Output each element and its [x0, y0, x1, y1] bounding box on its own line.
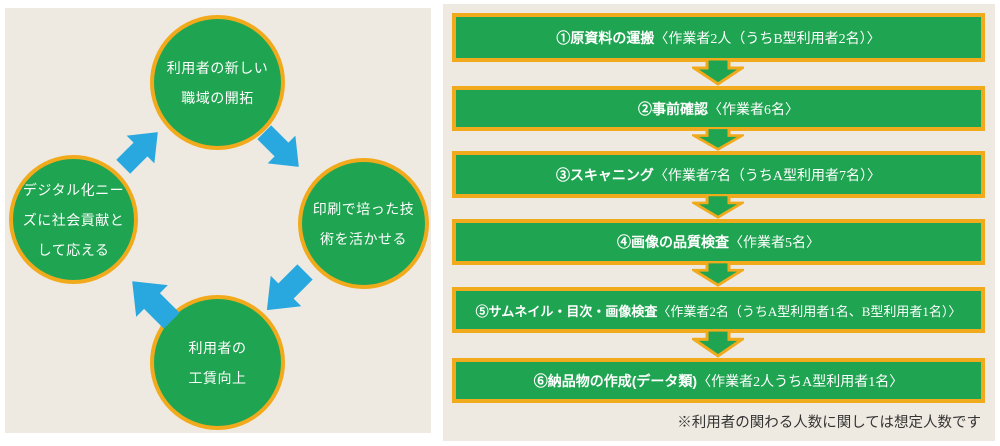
flow-step-1: ①原資料の運搬〈作業者2人（うちB型利用者2名）〉 [452, 13, 985, 62]
flow-step-detail: 〈作業者5名〉 [729, 236, 820, 251]
arrow-down-right-icon [257, 125, 299, 167]
flow-arrow-down-icon [692, 127, 744, 151]
flow-step-title: ④画像の品質検査 [617, 234, 729, 250]
flow-arrow-down-icon [692, 329, 744, 358]
cycle-node-text: 職域の開拓 [181, 89, 254, 106]
flow-step-title: ⑥納品物の作成(データ類) [533, 372, 698, 389]
flow-arrow-down-icon [692, 58, 744, 86]
cycle-node-new-fields: 利用者の新しい 職域の開拓 [150, 15, 285, 150]
arrow-up-left-icon [132, 281, 180, 329]
cycle-node-digital-needs: デジタル化ニー ズに社会貢献と して応える [9, 155, 138, 284]
flow-step-detail: 〈作業者2名（うちA型利用者1名、B型利用者1名）〉 [657, 303, 962, 319]
cycle-node-text: して応える [37, 241, 110, 258]
flow-arrow-down-icon [692, 194, 744, 219]
flow-step-title: ①原資料の運搬 [556, 29, 655, 46]
flow-step-title: ②事前確認 [638, 100, 708, 117]
cycle-diagram-panel: 利用者の新しい 職域の開拓 印刷で培った技 術を活かせる デジタル化ニー ズに社… [5, 8, 431, 433]
cycle-node-text: 工賃向上 [188, 369, 247, 386]
cycle-node-text: デジタル化ニー [22, 181, 125, 198]
flow-step-title: ⑤サムネイル・目次・画像検査 [475, 303, 658, 319]
arrow-down-left-icon [266, 264, 313, 311]
cycle-node-text: 利用者の [188, 339, 247, 356]
arrow-up-right-icon [116, 132, 158, 174]
footnote: ※利用者の関わる人数に関しては想定人数です [677, 415, 981, 431]
cycle-node-text: 術を活かせる [320, 230, 407, 247]
flow-step-detail: 〈作業者6名〉 [708, 102, 799, 118]
flow-arrow-down-icon [692, 261, 744, 287]
flow-step-3: ③スキャニング〈作業者7名（うちA型利用者7名）〉 [452, 151, 985, 198]
flow-step-5: ⑤サムネイル・目次・画像検査〈作業者2名（うちA型利用者1名、B型利用者1名）〉 [452, 287, 985, 333]
flow-step-6: ⑥納品物の作成(データ類)〈作業者2人うちA型利用者1名〉 [452, 358, 985, 403]
cycle-node-text: ズに社会貢献と [22, 211, 125, 228]
cycle-node-wages: 利用者の 工賃向上 [150, 295, 285, 430]
flow-step-detail: 〈作業者2人（うちB型利用者2名）〉 [654, 31, 881, 47]
flow-step-2: ②事前確認〈作業者6名〉 [452, 86, 985, 131]
process-flowchart-panel: ①原資料の運搬〈作業者2人（うちB型利用者2名）〉 ②事前確認〈作業者6名〉 ③… [443, 4, 995, 441]
cycle-node-printing-skills: 印刷で培った技 術を活かせる [298, 158, 429, 289]
cycle-node-text: 利用者の新しい [166, 59, 269, 76]
flow-step-detail: 〈作業者2人うちA型利用者1名〉 [697, 374, 904, 390]
flow-step-4: ④画像の品質検査〈作業者5名〉 [452, 219, 985, 265]
flow-step-title: ③スキャニング [555, 166, 654, 183]
cycle-node-text: 印刷で培った技 [312, 200, 415, 217]
flow-step-detail: 〈作業者7名（うちA型利用者7名）〉 [653, 168, 882, 184]
